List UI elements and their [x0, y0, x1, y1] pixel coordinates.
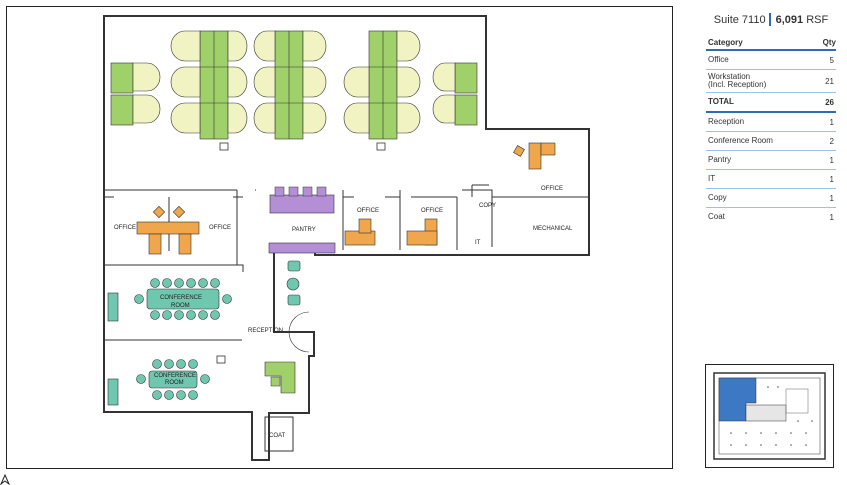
- pantry-counter: [268, 242, 336, 254]
- label-conference-2-line2: ROOM: [165, 380, 184, 386]
- legend-row-qty: 1: [829, 193, 834, 203]
- key-plan: [705, 364, 834, 468]
- workstation-chair-zone: [132, 62, 161, 92]
- legend-row-category: TOTAL: [708, 97, 734, 106]
- label-office-left-a: OFFICE: [114, 225, 136, 231]
- suite-name: Suite 7110: [713, 14, 766, 26]
- conference-room-1: [146, 288, 220, 310]
- label-pantry: PANTRY: [292, 227, 316, 233]
- window-panel: [107, 292, 119, 322]
- reception-table: [286, 277, 300, 291]
- workstation-chair-zone: [227, 66, 248, 98]
- legend-row-qty: 2: [829, 136, 834, 146]
- workstation-cluster-3: [253, 30, 327, 140]
- workstation-chair-zone: [170, 66, 201, 98]
- legend-row: Conference Room 2: [706, 132, 836, 151]
- sidebar: Suite 7110 6,091 RSF Category Qty Office …: [700, 6, 842, 226]
- legend-row-qty: 1: [829, 117, 834, 127]
- key-plan-drawing: [713, 372, 826, 460]
- office-furniture-left: [136, 205, 200, 255]
- label-mechanical: MECHANICAL: [533, 226, 573, 232]
- legend-row-category: Copy: [708, 193, 727, 202]
- reception-desk: [264, 361, 296, 394]
- workstation-desk: [454, 94, 478, 126]
- suite-rsf-unit: RSF: [806, 14, 829, 26]
- legend-row: Coat 1: [706, 208, 836, 226]
- legend-row: Office 5: [706, 51, 836, 70]
- label-office-right: OFFICE: [541, 186, 563, 192]
- workstation-desk: [110, 94, 134, 126]
- north-arrow-icon: [0, 474, 10, 485]
- legend-header-qty: Qty: [822, 38, 836, 47]
- legend-row-category: IT: [708, 174, 716, 183]
- label-coat: COAT: [269, 433, 286, 439]
- legend-row: Reception 1: [706, 113, 836, 132]
- equipment-mark: [216, 355, 226, 364]
- label-office-mid-a: OFFICE: [357, 208, 379, 214]
- equipment-mark: [376, 142, 386, 151]
- label-office-left-b: OFFICE: [209, 225, 231, 231]
- interior-walls: [104, 184, 589, 341]
- conference-chairs: [134, 278, 232, 400]
- legend-row: Workstation(Incl. Reception) 21: [706, 70, 836, 93]
- legend-row-qty: 21: [825, 76, 834, 86]
- reception-lounge-chair: [287, 260, 301, 272]
- workstation-cluster-2: [170, 30, 248, 140]
- workstation-chair-zone: [170, 30, 201, 62]
- legend-row-category-line1: Workstation: [708, 72, 751, 81]
- legend-row: IT 1: [706, 170, 836, 189]
- pantry-counter: [269, 194, 335, 214]
- entry-doors: [288, 311, 310, 353]
- outer-wall: [103, 15, 590, 461]
- legend-row-qty: 1: [829, 174, 834, 184]
- label-copy: COPY: [479, 203, 496, 209]
- legend-table: Category Qty Office 5 Workstation(Incl. …: [706, 38, 836, 226]
- suite-header: Suite 7110 6,091 RSF: [700, 10, 842, 30]
- workstation-chair-zone: [227, 102, 248, 134]
- legend-row: Copy 1: [706, 189, 836, 208]
- suite-rsf-number: 6,091: [775, 14, 804, 26]
- label-it: IT: [475, 240, 481, 246]
- floor-plan-drawing: OFFICE OFFICE OFFICE OFFICE OFFICE PANTR…: [103, 15, 590, 461]
- label-reception: RECEPTION: [248, 328, 283, 334]
- workstation-desk: [454, 62, 478, 94]
- legend-row-qty: 1: [829, 212, 834, 222]
- legend-row-qty: 5: [829, 55, 834, 65]
- suite-separator: [768, 12, 771, 26]
- legend-row-category: Pantry: [708, 155, 732, 164]
- legend-row-qty: 26: [825, 97, 834, 107]
- legend-row-category: Conference Room: [708, 136, 773, 145]
- workstation-chair-zone: [170, 102, 201, 134]
- label-office-mid-b: OFFICE: [421, 208, 443, 214]
- reception-lounge-chair: [287, 294, 301, 306]
- legend-row: Pantry 1: [706, 151, 836, 170]
- workstation-cluster-left: [110, 62, 161, 126]
- legend-row-category: Workstation(Incl. Reception): [708, 73, 766, 89]
- workstation-desk: [110, 62, 134, 94]
- workstation-cluster-4: [343, 30, 421, 140]
- legend-row-category: Reception: [708, 117, 745, 126]
- legend-header-category: Category: [708, 38, 743, 47]
- office-furniture-mid: [344, 142, 556, 246]
- legend-row-total: TOTAL 26: [706, 93, 836, 113]
- label-conference-2-line1: CONFERENCE: [154, 373, 196, 379]
- key-plan-suite-highlight: [718, 377, 757, 422]
- floor-plan-frame: OFFICE OFFICE OFFICE OFFICE OFFICE PANTR…: [6, 6, 673, 469]
- workstation-cluster-right: [432, 62, 478, 126]
- legend-row-qty: 1: [829, 155, 834, 165]
- legend-row-category-line2: (Incl. Reception): [708, 80, 767, 89]
- legend-header: Category Qty: [706, 38, 836, 51]
- legend-row-category: Office: [708, 55, 729, 64]
- window-panel: [107, 378, 119, 406]
- label-conference-1-line2: ROOM: [171, 303, 190, 309]
- coat-closet: [264, 416, 294, 452]
- equipment-mark: [219, 142, 229, 151]
- conference-room-2: [148, 370, 198, 389]
- legend-row-category: Coat: [708, 212, 725, 221]
- label-conference-1-line1: CONFERENCE: [160, 295, 202, 301]
- workstation-chair-zone: [227, 30, 248, 62]
- workstation-chair-zone: [132, 94, 161, 124]
